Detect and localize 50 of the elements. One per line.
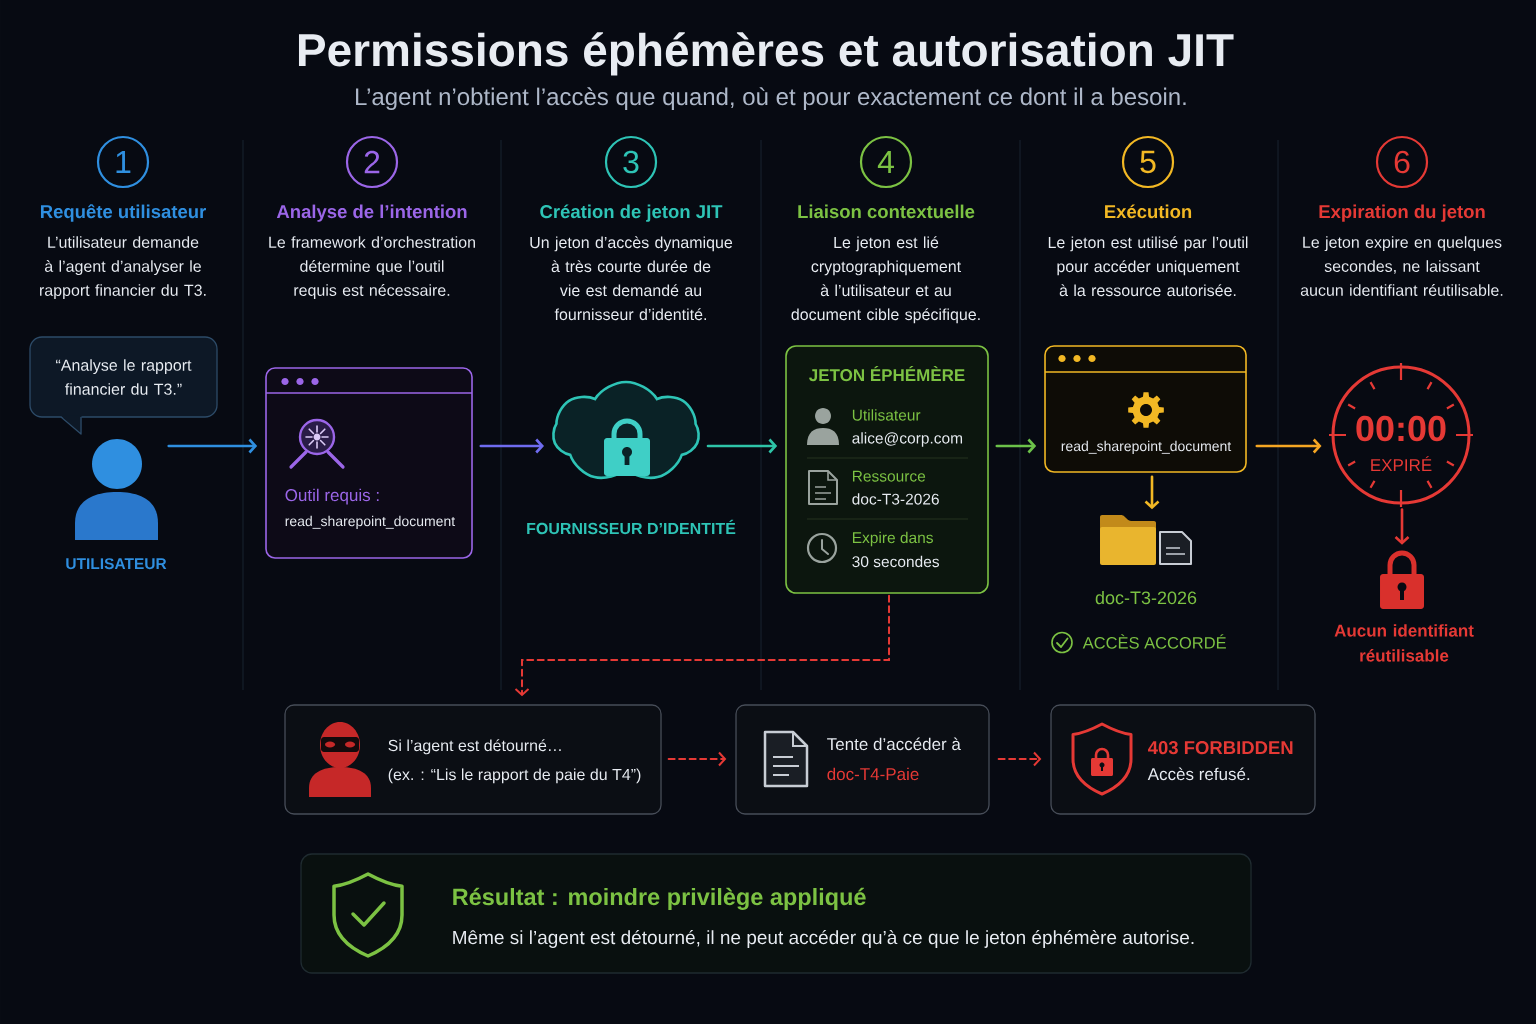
dashed-arrow [514, 594, 890, 697]
tool-name: read_sharepoint_document [1061, 440, 1232, 454]
card-text: (ex. : “Lis le rapport de paie du T4”) [388, 768, 641, 784]
warning-text: Aucun identifiant réutilisable [1334, 624, 1474, 662]
field-value: 30 secondes [852, 555, 939, 568]
arrow [1255, 438, 1322, 454]
card-heading: JETON ÉPHÉMÈRE [809, 365, 965, 382]
card-text: Tente d’accéder à [827, 737, 961, 751]
timer-readout: 00:00 [1356, 415, 1446, 442]
dashed-arrow [667, 751, 727, 767]
field-label: Ressource [853, 470, 926, 482]
status-text: EXPIRÉ [1371, 456, 1432, 471]
field-value: alice@corp.com [852, 432, 962, 447]
icon-label: FOURNISSEUR D’IDENTITÉ [527, 519, 736, 535]
step-heading: Requête utilisateur [41, 204, 206, 222]
step-description: Le framework d’orchestration détermine que l’outil requis est nécessaire. [269, 236, 475, 300]
status-text: ACCÈS ACCORDÉ [1082, 634, 1226, 649]
card-text: Accès refusé. [1147, 767, 1250, 781]
step-heading: Liaison contextuelle [798, 204, 975, 219]
title: Permissions éphémères et autorisation JIT [299, 32, 1234, 76]
arrow [1394, 508, 1410, 545]
error-heading: 403 FORBIDDEN [1148, 741, 1293, 755]
field-value: doc-T3-2026 [852, 493, 939, 505]
step-heading: Création de jeton JIT [540, 204, 723, 222]
arrow [1144, 475, 1160, 510]
arrow [167, 438, 258, 454]
banner-text: Même si l’agent est détourné, il ne peut accéder qu’à ce que le jeton éphémère autorise. [453, 930, 1194, 948]
step-heading: Analyse de l’intention [276, 204, 467, 222]
icon-label: UTILISATEUR [66, 558, 167, 570]
card-text: Si l’agent est détourné… [388, 739, 561, 755]
document-id: doc-T3-2026 [1095, 590, 1197, 605]
arrow [995, 438, 1037, 454]
field-label: Outil requis : [285, 488, 379, 505]
banner-heading: Résultat : moindre privilège appliqué [453, 887, 866, 910]
step-description: Le jeton est lié cryptographiquement à l’utilisateur et au document cible spécifique. [791, 236, 980, 324]
speech-bubble: “Analyse le rapport financier du T3.” [29, 336, 218, 435]
document-id: doc-T4-Paie [827, 767, 919, 781]
step-description: Un jeton d’accès dynamique à très courte durée de vie est demandé au fournisseur d’identité. [530, 236, 733, 321]
field-label: Utilisateur [852, 409, 921, 421]
step-description: Le jeton est utilisé par l’outil pour accéder uniquement à la ressource autorisée. [1048, 236, 1248, 297]
subtitle: L’agent n’obtient l’accès que quand, où et pour exactement ce dont il a besoin. [356, 87, 1186, 110]
dashed-arrow [997, 751, 1042, 767]
field-label: Expire dans [853, 531, 933, 547]
step-description: L’utilisateur demande à l’agent d’analyser le rapport financier du T3. [40, 236, 206, 300]
arrow [479, 438, 544, 454]
step-description: Le jeton expire en quelques secondes, ne laissant aucun identifiant réutilisable. [1300, 236, 1503, 296]
tool-name: read_sharepoint_document [285, 515, 456, 529]
arrow [706, 438, 778, 454]
step-heading: Expiration du jeton [1319, 204, 1485, 222]
step-heading: Exécution [1105, 204, 1192, 219]
